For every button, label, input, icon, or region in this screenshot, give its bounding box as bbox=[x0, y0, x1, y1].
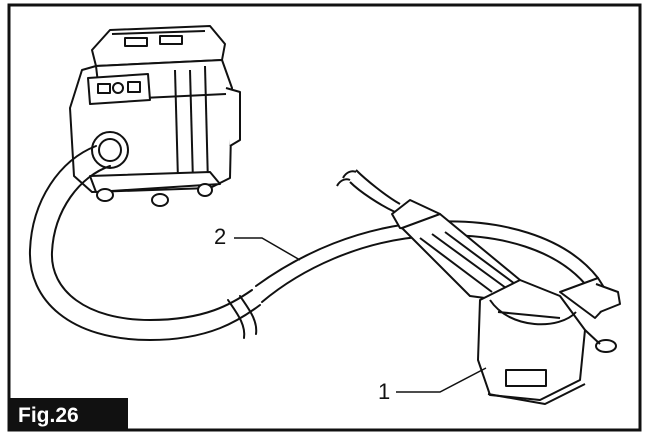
extractor-wheel bbox=[197, 183, 213, 197]
callout-2-leader-line bbox=[234, 237, 301, 261]
extractor-wheel bbox=[96, 188, 114, 202]
callout-1-leader-line bbox=[396, 367, 487, 393]
tool-window bbox=[505, 369, 547, 387]
callout-1-number: 1 bbox=[378, 379, 390, 404]
dust-hose bbox=[28, 145, 599, 342]
extractor-dial-icon bbox=[112, 82, 124, 94]
extractor-wheel bbox=[151, 193, 169, 207]
figure-label: Fig.26 bbox=[18, 404, 79, 427]
callout-2-number: 2 bbox=[214, 224, 226, 249]
power-tool bbox=[336, 169, 621, 405]
extractor-latch bbox=[124, 37, 148, 47]
callout-2: 2 bbox=[214, 224, 301, 261]
dust-extractor bbox=[69, 25, 241, 207]
tool-front-knob bbox=[595, 339, 617, 353]
figure-label-badge: Fig.26 bbox=[10, 398, 128, 430]
figure-label-background bbox=[10, 398, 128, 430]
callout-1: 1 bbox=[378, 367, 487, 404]
tool-cutter-guard bbox=[477, 279, 586, 401]
